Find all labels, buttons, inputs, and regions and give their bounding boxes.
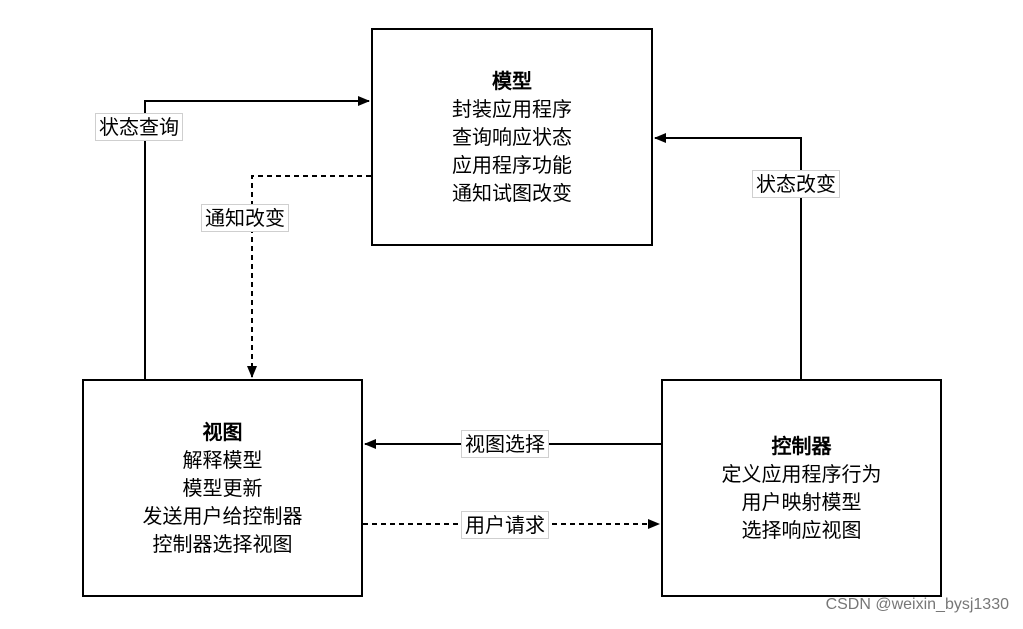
view-line: 控制器选择视图 [152,532,293,556]
notify-change-arrow [247,175,371,378]
view-select-label: 视图选择 [461,430,549,458]
model-box: 模型 封装应用程序 查询响应状态 应用程序功能 通知试图改变 [371,28,653,246]
view-title: 视图 [202,420,243,444]
view-line: 模型更新 [182,476,263,500]
model-line: 封装应用程序 [452,97,572,121]
controller-line: 用户映射模型 [741,490,862,514]
view-box: 视图 解释模型 模型更新 发送用户给控制器 控制器选择视图 [82,379,363,597]
controller-line: 选择响应视图 [741,518,862,542]
model-line: 查询响应状态 [452,125,572,149]
notify-change-label: 通知改变 [201,204,289,232]
user-request-label: 用户请求 [461,511,549,539]
view-line: 发送用户给控制器 [142,504,303,528]
controller-title: 控制器 [771,434,832,458]
watermark-text: CSDN @weixin_bysj1330 [825,596,1009,613]
state-query-arrow [144,96,370,379]
state-change-arrow [654,133,802,379]
model-line: 通知试图改变 [452,181,572,205]
state-query-label: 状态查询 [95,113,183,141]
controller-box: 控制器 定义应用程序行为 用户映射模型 选择响应视图 [661,379,942,597]
model-title: 模型 [492,69,532,93]
view-line: 解释模型 [182,448,263,472]
model-line: 应用程序功能 [452,153,572,177]
state-change-label: 状态改变 [752,170,840,198]
controller-line: 定义应用程序行为 [721,462,882,486]
